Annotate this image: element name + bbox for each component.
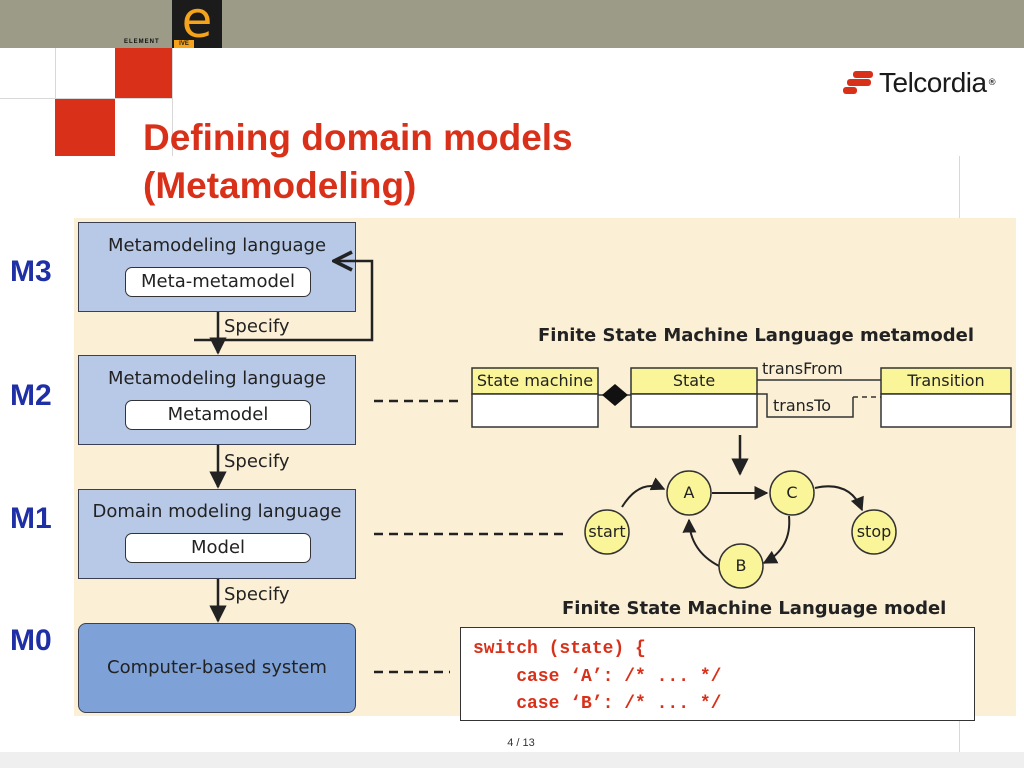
fsm-transition-c-stop (814, 485, 864, 512)
composition-diamond (602, 384, 628, 406)
level-label-m3: M3 (10, 255, 52, 288)
uml-state-body (630, 393, 758, 428)
transto-association (757, 393, 854, 418)
uml-state-machine-body (471, 393, 599, 428)
level-label-m2: M2 (10, 379, 52, 412)
telcordia-wordmark: Telcordia (879, 67, 987, 98)
level-inner-m2: Metamodel (125, 400, 311, 430)
slide-title: Defining domain models (Metamodeling) (143, 114, 573, 210)
specify-label-m1: Specify (224, 584, 290, 605)
fsm-state-stop (851, 509, 897, 555)
fsm-model-caption: Finite State Machine Language model (562, 598, 947, 619)
elementive-logo-tail: IVE (174, 40, 194, 48)
grid-line (172, 48, 173, 156)
level-box-m2: Metamodeling language Metamodel (78, 355, 356, 445)
fsm-label-c: C (786, 483, 798, 502)
level-label-m1: M1 (10, 502, 52, 535)
specify-label-m2: Specify (224, 451, 290, 472)
uml-transition-header (880, 367, 1012, 395)
level-box-m1: Domain modeling language Model (78, 489, 356, 579)
specify-label-m3: Specify (224, 316, 290, 337)
level-label-m0: M0 (10, 624, 52, 657)
slide-title-line1: Defining domain models (143, 117, 573, 158)
code-line: case ‘A’: /* ... */ (473, 666, 722, 687)
fsm-transition-start-a (621, 477, 666, 508)
fsm-label-stop: stop (856, 522, 892, 541)
fsm-transition-b-a (682, 518, 720, 567)
fsm-label-start: start (588, 522, 626, 541)
fsm-label-a: A (683, 483, 695, 502)
uml-class-state-machine: State machine (476, 371, 594, 390)
fsm-label-b: B (735, 556, 747, 575)
decorative-square (55, 99, 115, 156)
level-title-m1: Domain modeling language (92, 501, 342, 522)
slide-title-line2: (Metamodeling) (143, 165, 417, 206)
level-box-m0: Computer-based system (78, 623, 356, 713)
registered-mark: ® (987, 78, 997, 88)
telcordia-logo: Telcordia® (843, 66, 997, 100)
generated-code-block: switch (state) { case ‘A’: /* ... */ cas… (460, 627, 975, 721)
uml-transition-body (880, 393, 1012, 428)
association-label-transto: transTo (773, 396, 831, 415)
level-title-m2: Metamodeling language (107, 368, 327, 389)
grid-line (0, 98, 172, 99)
telcordia-mark-icon (843, 69, 875, 97)
association-label-transfrom: transFrom (762, 359, 843, 378)
level-title-m3: Metamodeling language (107, 235, 327, 256)
uml-class-state: State (672, 371, 716, 390)
decorative-square (115, 48, 172, 98)
elementive-logo: e IVE (172, 0, 222, 48)
fsm-state-a (666, 470, 712, 516)
fsm-state-start (584, 509, 630, 555)
fsm-transition-c-b (762, 515, 791, 564)
code-line: case ‘B’: /* ... */ (473, 694, 722, 714)
uml-state-machine-header (471, 367, 599, 395)
metamodel-caption: Finite State Machine Language metamodel (538, 325, 975, 346)
code-line: switch (state) { (473, 639, 646, 659)
level-inner-m1: Model (125, 533, 311, 563)
fsm-state-b (718, 543, 764, 589)
page-indicator: 4 / 13 (507, 737, 535, 749)
footer-band (0, 752, 1024, 768)
top-bar (0, 0, 1024, 48)
uml-class-transition: Transition (907, 371, 985, 390)
elementive-wordmark: ELEMENT (124, 39, 160, 45)
level-inner-m3: Meta-metamodel (125, 267, 311, 297)
level-box-m3: Metamodeling language Meta-metamodel (78, 222, 356, 312)
self-reference-loop (194, 261, 374, 342)
fsm-state-c (769, 470, 815, 516)
